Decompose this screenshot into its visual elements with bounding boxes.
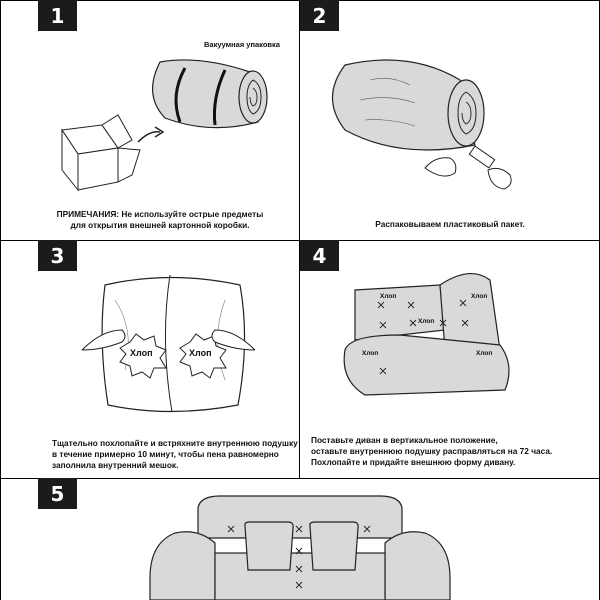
- step-4-caption: Поставьте диван в вертикальное положение…: [311, 435, 553, 467]
- step-4-badge: 4: [300, 240, 339, 271]
- panel-divider-row2: [0, 478, 600, 479]
- step-4-illustration: [343, 273, 510, 396]
- step-3-illustration: [81, 274, 256, 413]
- step-3-badge: 3: [38, 240, 77, 271]
- step-2-badge: 2: [300, 0, 339, 31]
- panel-divider-vertical: [299, 0, 300, 478]
- step-1-badge: 1: [38, 0, 77, 31]
- step-2-caption: Распаковываем пластиковый пакет.: [375, 219, 525, 229]
- step-4-pat-label-1: Хлоп: [380, 293, 397, 300]
- step-1-illustration: [61, 59, 268, 192]
- step-4-pat-label-3: Хлоп: [418, 318, 435, 325]
- frame-left: [0, 0, 1, 600]
- step-5-badge: 5: [38, 478, 77, 509]
- step-3-caption: Тщательно похлопайте и встряхните внутре…: [52, 438, 298, 470]
- step-4-pat-label-4: Хлоп: [362, 350, 379, 357]
- step-4-pat-label-5: Хлоп: [476, 350, 493, 357]
- step-5-illustration: [149, 495, 451, 600]
- vacuum-pack-label: Вакуумная упаковка: [204, 40, 280, 49]
- step-2-illustration: [332, 59, 512, 190]
- step-4-pat-label-2: Хлоп: [471, 293, 488, 300]
- step-3-pat-label-left: Хлоп: [130, 348, 153, 358]
- step-1-caption: ПРИМЕЧАНИЯ: Не используйте острые предме…: [56, 209, 264, 230]
- step-3-pat-label-right: Хлоп: [189, 348, 212, 358]
